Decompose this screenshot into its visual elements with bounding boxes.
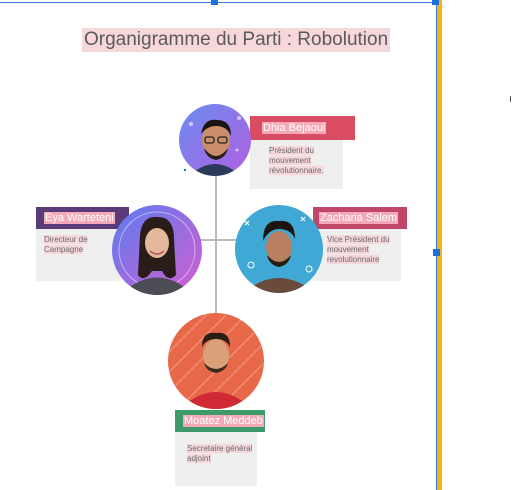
card-president[interactable]: Dhia Bejaoui Président du mouvement révo…	[250, 116, 355, 189]
connector-horizontal	[196, 239, 240, 241]
resize-handle-top[interactable]	[211, 0, 218, 5]
selection-point	[184, 169, 186, 171]
avatar-campaign-director[interactable]	[112, 205, 202, 295]
member-role: Président du mouvement révolutionnaire.	[269, 146, 324, 175]
member-role: Vice Président du mouvement revolutionna…	[327, 235, 390, 264]
member-name: Dhia Bejaoui	[262, 122, 327, 134]
selection-border-top	[0, 2, 437, 3]
member-name: Zacharia Salem	[319, 212, 399, 224]
cursor-icon	[510, 96, 511, 102]
member-name: Moatez Meddeb	[183, 415, 264, 427]
card-vice-president[interactable]: Zacharia Salem Vice Président du mouveme…	[313, 207, 407, 281]
selection-border-right	[436, 0, 442, 490]
card-header: Moatez Meddeb	[175, 410, 265, 432]
avatar-secretary[interactable]	[168, 313, 264, 409]
resize-handle-right[interactable]	[433, 249, 440, 256]
card-header: Dhia Bejaoui	[250, 116, 355, 140]
member-name: Eya Warteteni	[44, 212, 115, 224]
member-role: Directeur de Campagne	[44, 235, 88, 254]
card-header: Zacharia Salem	[313, 207, 407, 229]
card-header: Eya Warteteni	[36, 207, 129, 229]
selection-guide	[436, 0, 437, 490]
resize-handle-top-right[interactable]	[432, 0, 439, 5]
avatar-vice-president[interactable]	[235, 205, 323, 293]
member-role: Secretaire général adjoint	[187, 444, 253, 463]
page-title: Organigramme du Parti : Robolution	[82, 28, 391, 52]
avatar-president[interactable]	[179, 104, 251, 176]
card-campaign-director[interactable]: Eya Warteteni Directeur de Campagne	[36, 207, 129, 281]
card-secretary[interactable]: Moatez Meddeb Secretaire général adjoint	[175, 410, 265, 486]
connector-vertical	[215, 175, 217, 315]
